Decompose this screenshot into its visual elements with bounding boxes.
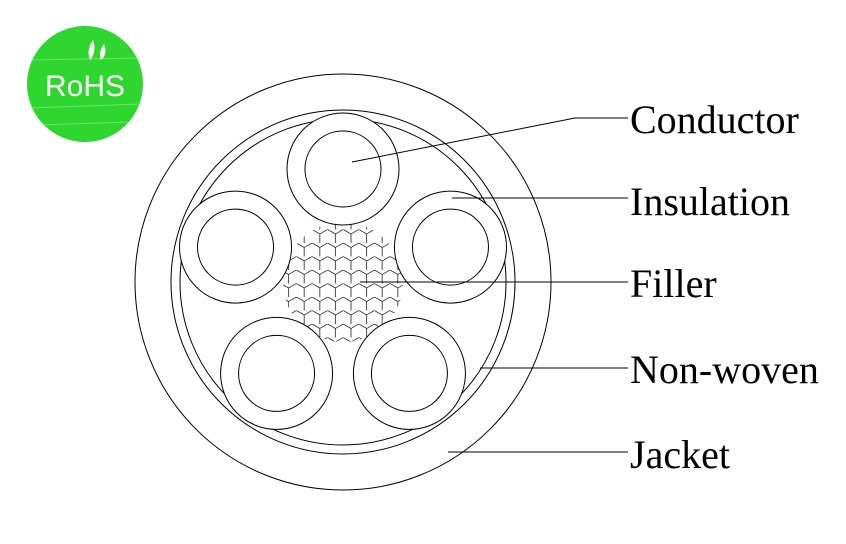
cores-group	[179, 112, 507, 430]
core-conductor	[197, 208, 275, 286]
rohs-logo-text: RoHS	[45, 70, 125, 103]
label-insulation: Insulation	[630, 179, 790, 224]
label-nonwoven: Non-woven	[630, 347, 819, 392]
label-filler: Filler	[630, 261, 717, 306]
core-conductor	[411, 208, 489, 286]
label-conductor: Conductor	[630, 97, 799, 142]
rohs-logo-disc	[27, 26, 143, 142]
core-conductor	[304, 130, 382, 208]
leader-lines	[351, 117, 628, 453]
core-conductor	[238, 334, 316, 412]
leaf-icon	[88, 40, 106, 60]
label-jacket: Jacket	[630, 432, 730, 477]
core-conductor	[370, 334, 448, 412]
leader-line-conductor	[351, 117, 628, 163]
rohs-logo: RoHS	[27, 26, 143, 142]
